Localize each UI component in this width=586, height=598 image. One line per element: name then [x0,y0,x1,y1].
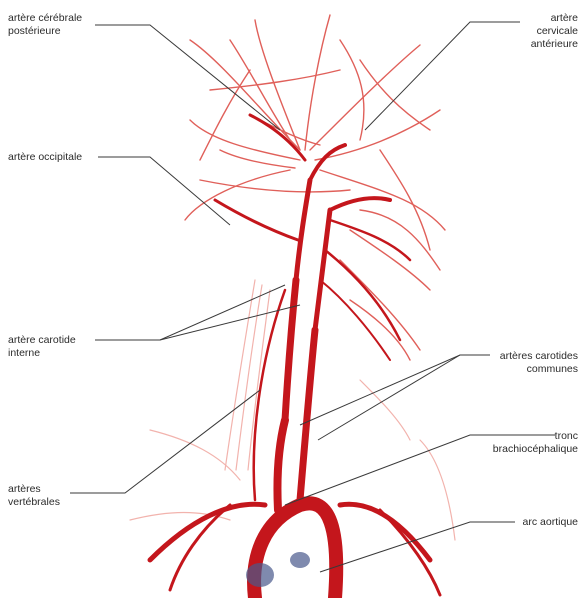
label-common-carotid-arteries: artères carotides communes [500,350,578,376]
label-aortic-arch: arc aortique [523,516,578,529]
main-arteries [150,115,440,598]
leader-vertebral [70,390,260,493]
leader-occipital [98,157,230,225]
leader-internal-carotid-a [95,285,285,340]
label-posterior-cerebral-artery: artère cérébrale postérieure [8,12,82,38]
leader-anterior-cervical [365,22,520,130]
leader-internal-carotid-b [160,305,300,340]
leader-lines [70,22,555,572]
label-occipital-artery: artère occipitale [8,151,82,164]
leader-common-carotid-a [300,355,490,425]
label-brachiocephalic-trunk: tronc brachiocéphalique [493,430,578,456]
head-network [185,15,445,360]
label-anterior-cervical-artery: artère cervicale antérieure [531,12,578,51]
leader-common-carotid-b [318,355,460,440]
label-vertebral-arteries: artères vertébrales [8,483,60,509]
label-internal-carotid-artery: artère carotide interne [8,334,76,360]
